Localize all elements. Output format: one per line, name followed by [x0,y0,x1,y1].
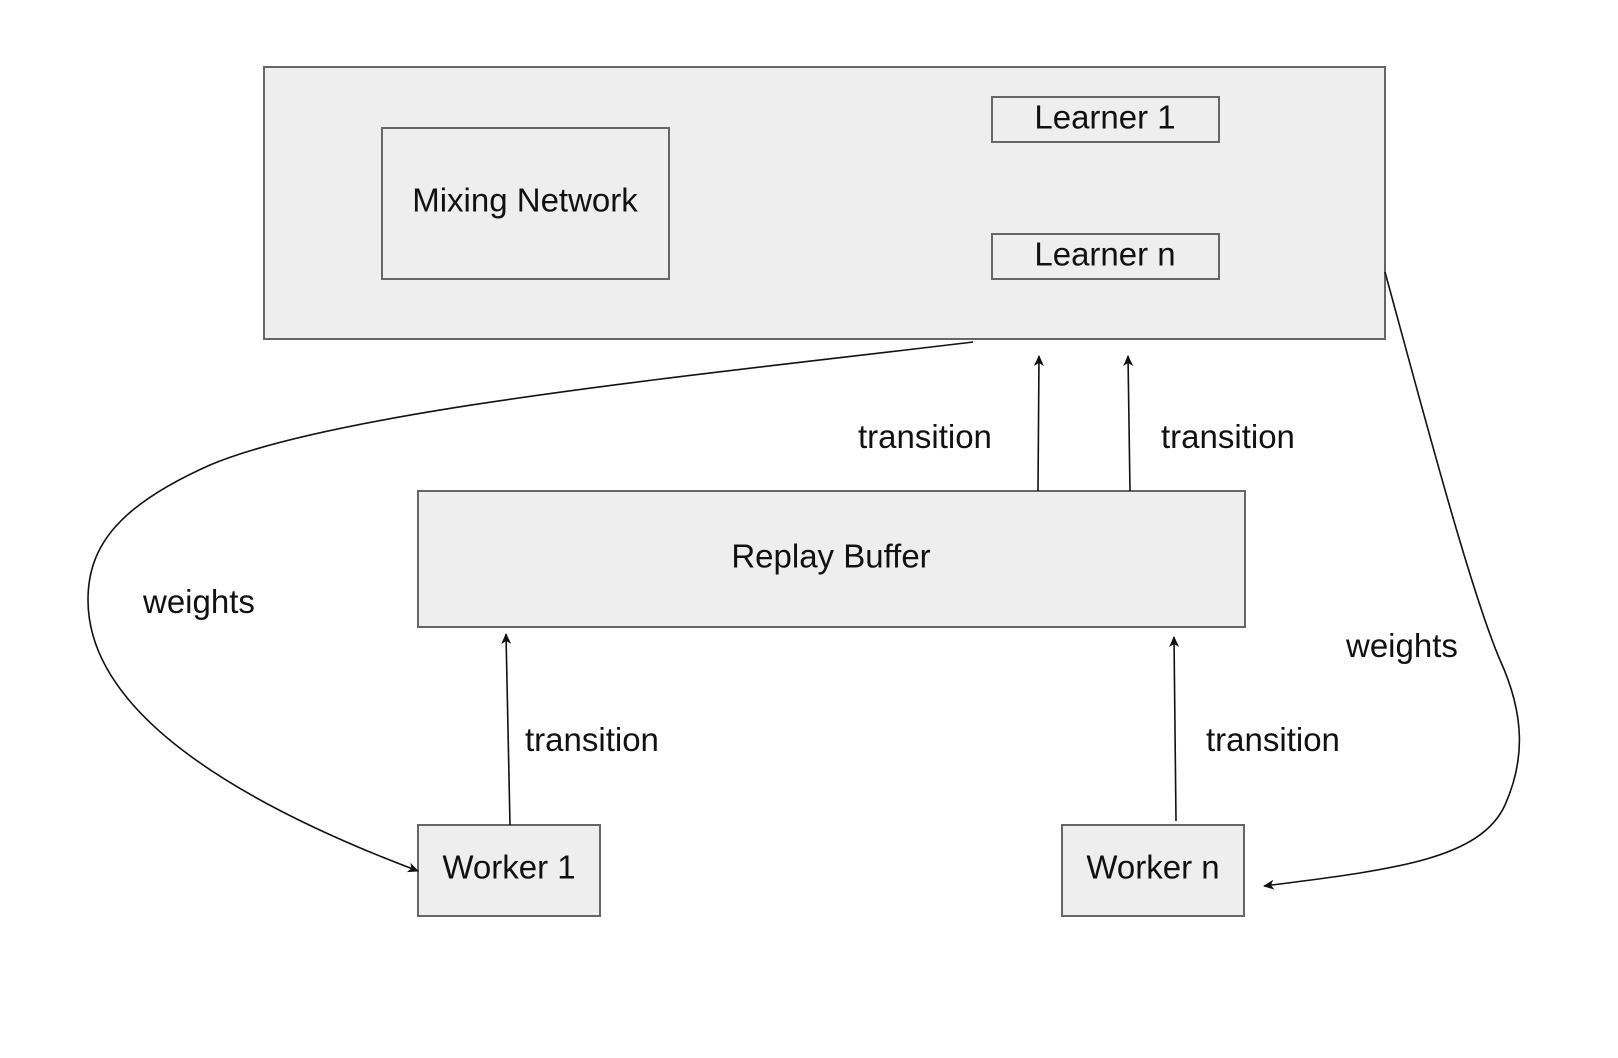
worker-n-box [1061,824,1245,917]
worker-1-label: Worker 1 [442,849,575,886]
mixing-network-node: Mixing Network [381,127,670,280]
replay-buffer-box [417,490,1246,628]
edge-label-weights-right: weights [1345,627,1458,664]
edge-weights-to-worker1 [87,341,974,873]
worker-n-node: Worker n [1061,824,1245,917]
mixing-network-label: Mixing Network [412,182,638,219]
edge-worker1-to-buffer [501,633,512,826]
learner-n-box [991,233,1220,280]
mixing-network-box [381,127,670,280]
replay-buffer-label: Replay Buffer [731,538,930,575]
edge-workern-to-buffer [1169,636,1180,822]
learner-n-node: Learner n [991,233,1220,280]
edge-label-workern-to-buffer: transition [1206,721,1340,758]
learner-1-box [991,96,1220,143]
learner-1-label: Learner 1 [1034,99,1175,136]
edge-weights-to-workern [1263,271,1521,890]
edge-label-weights-left: weights [142,583,255,620]
edge-buffer-to-learners-right [1123,355,1134,492]
edge-label-worker1-to-buffer: transition [525,721,659,758]
edge-label-buffer-to-learners-right: transition [1161,418,1295,455]
replay-buffer-node: Replay Buffer [417,490,1246,628]
edge-buffer-to-learners-left [1033,355,1044,492]
learner-n-label: Learner n [1034,236,1175,273]
worker-1-node: Worker 1 [417,824,601,917]
worker-n-label: Worker n [1086,849,1219,886]
edge-label-buffer-to-learners-left: transition [858,418,992,455]
learner-1-node: Learner 1 [991,96,1220,143]
